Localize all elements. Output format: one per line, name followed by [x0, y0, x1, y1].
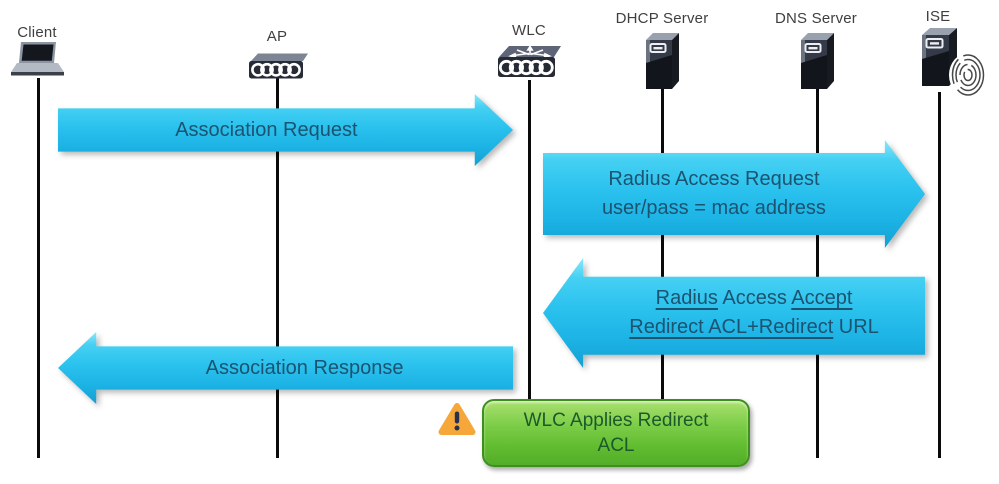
accept-line2-underlined-redirect: Redirect ACL+Redirect [629, 316, 834, 338]
actor-label-dhcp-server: DHCP Server [615, 10, 709, 27]
radius-access-request-label: Radius Access Request user/pass = mac ad… [543, 140, 885, 248]
note-line1: WLC Applies Redirect [523, 410, 709, 431]
association-request-text: Association Request [175, 118, 358, 141]
fingerprint-icon [949, 53, 987, 97]
message-arrow-radius-access-request: Radius Access Request user/pass = mac ad… [543, 140, 925, 248]
lifeline-client [37, 78, 40, 458]
actor-label-ap: AP [266, 28, 288, 45]
message-arrow-radius-access-accept: Radius Access Accept Redirect ACL+Redire… [543, 258, 925, 368]
accept-line1-access: Access [717, 287, 792, 309]
lifeline-ap [276, 78, 279, 458]
association-response-text: Association Response [205, 356, 404, 379]
radius-access-accept-line1: Radius Access Accept [656, 284, 853, 313]
association-request-label: Association Request [58, 94, 475, 166]
radius-access-accept-line2: Redirect ACL+Redirect URL [629, 313, 879, 342]
lifeline-wlc [528, 80, 531, 458]
association-response-label: Association Response [96, 332, 513, 404]
actor-label-dns-server: DNS Server [774, 10, 858, 27]
radius-access-request-arrow-shape [543, 140, 925, 248]
wlc-icon [498, 44, 561, 77]
ise-server-icon [922, 28, 957, 86]
dns-server-icon [801, 33, 834, 89]
radius-access-request-line1: Radius Access Request [608, 168, 820, 190]
access-point-icon [249, 53, 308, 79]
accept-line1-underlined-radius: Radius [655, 287, 718, 309]
note-line2: ACL [597, 435, 635, 456]
message-arrow-association-response: Association Response [58, 332, 513, 404]
warning-icon [438, 403, 476, 435]
radius-access-request-line2: user/pass = mac address [601, 197, 826, 219]
actor-label-client: Client [17, 24, 57, 41]
accept-line1-underlined-accept: Accept [791, 287, 853, 309]
actor-label-ise: ISE [925, 8, 951, 25]
message-arrow-association-request: Association Request [58, 94, 513, 166]
dhcp-server-icon [646, 33, 679, 89]
lifeline-dhcp-server [661, 88, 664, 458]
note-wlc-applies-redirect-acl: WLC Applies Redirect ACL [482, 399, 750, 467]
accept-line2-url: URL [833, 316, 879, 338]
lifeline-ise [938, 92, 941, 458]
actor-label-wlc: WLC [512, 22, 546, 39]
laptop-icon [11, 42, 64, 76]
lifeline-dns-server [816, 88, 819, 458]
radius-access-accept-label: Radius Access Accept Redirect ACL+Redire… [583, 258, 925, 368]
